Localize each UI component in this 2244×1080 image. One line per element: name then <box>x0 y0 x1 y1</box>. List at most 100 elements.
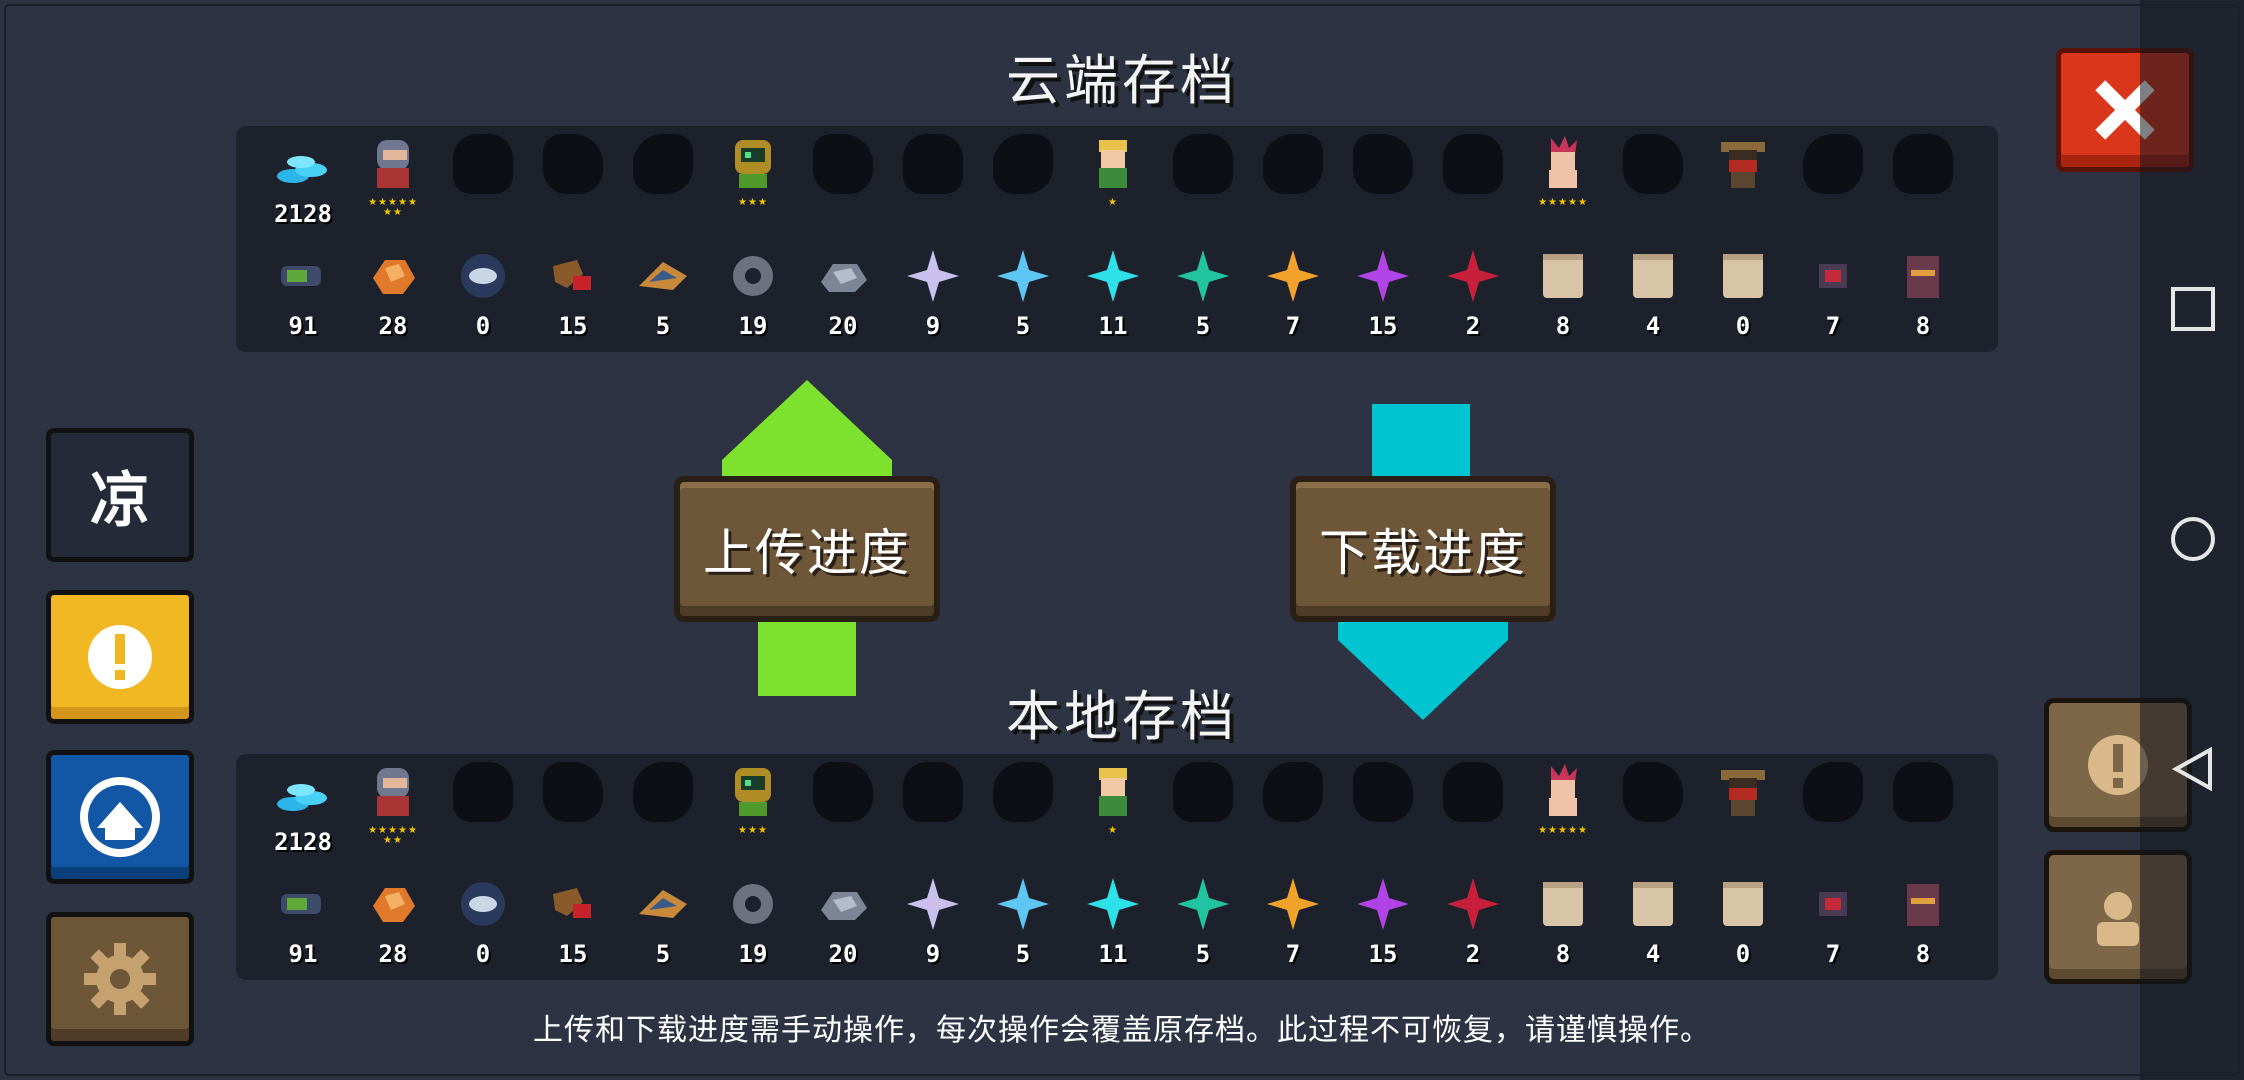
character-knight: ★★★★★★★ <box>348 134 438 234</box>
material-cell: 5 <box>1158 246 1248 346</box>
character-locked <box>1248 134 1338 234</box>
character-elf: ★ <box>1068 762 1158 862</box>
chip-icon <box>1819 892 1847 916</box>
material-cell: 0 <box>438 246 528 346</box>
robot-stars: ★★★ <box>738 825 768 836</box>
material-cell: 5 <box>1158 874 1248 974</box>
character-locked <box>1608 134 1698 234</box>
crystal-purple-icon <box>1357 250 1409 302</box>
character-locked <box>1428 762 1518 862</box>
character-locked <box>798 134 888 234</box>
status-button[interactable]: 凉 <box>46 428 194 562</box>
elf-stars: ★ <box>1108 825 1118 836</box>
chip-icon <box>1819 264 1847 288</box>
gem-coin-cell: 2128 <box>258 762 348 862</box>
material-cell: 0 <box>1698 246 1788 346</box>
material-cell: 5 <box>978 246 1068 346</box>
material-cell: 7 <box>1788 874 1878 974</box>
material-cell: 28 <box>348 874 438 974</box>
character-locked <box>438 134 528 234</box>
elf-icon <box>1099 768 1127 816</box>
local-save-title: 本地存档 <box>1006 685 1238 748</box>
material-cell: 20 <box>798 874 888 974</box>
person-icon <box>2097 892 2139 946</box>
crystal-orange-icon <box>1267 250 1319 302</box>
recent-apps-icon[interactable] <box>2170 286 2216 332</box>
character-locked <box>528 762 618 862</box>
character-bandit <box>1698 762 1788 862</box>
berserker-stars: ★★★★★ <box>1538 825 1588 836</box>
character-locked <box>1788 762 1878 862</box>
scroll-icon <box>1543 882 1583 926</box>
gear-part-icon <box>733 884 773 924</box>
iron-ore-icon <box>821 892 867 920</box>
character-elf: ★ <box>1068 134 1158 234</box>
berserker-stars: ★★★★★ <box>1538 197 1588 208</box>
character-locked <box>618 762 708 862</box>
material-cell: 15 <box>528 246 618 346</box>
android-navigation-bar <box>2140 0 2244 1080</box>
ore-icon <box>373 888 415 922</box>
scroll-icon <box>1543 254 1583 298</box>
material-cell: 11 <box>1068 246 1158 346</box>
chillyroom-logo-icon <box>80 777 160 857</box>
character-locked <box>1878 134 1968 234</box>
material-cell: 20 <box>798 246 888 346</box>
material-cell: 9 <box>888 874 978 974</box>
chillyroom-logo-button[interactable] <box>46 750 194 884</box>
character-locked <box>528 134 618 234</box>
scroll-icon <box>1633 254 1673 298</box>
knight-stars: ★★★★★★★ <box>368 197 418 218</box>
gem-coin-icon <box>277 156 327 183</box>
robot-icon <box>735 140 771 188</box>
material-cell: 4 <box>1608 246 1698 346</box>
berserker-icon <box>1549 764 1577 816</box>
download-progress-button[interactable]: 下载进度 <box>1290 476 1556 622</box>
material-cell: 7 <box>1248 246 1338 346</box>
crystal-blue-icon <box>997 250 1049 302</box>
warning-button[interactable] <box>46 590 194 724</box>
crystal-red-icon <box>1447 878 1499 930</box>
crystal-red-icon <box>1447 250 1499 302</box>
character-locked <box>1788 134 1878 234</box>
material-cell: 5 <box>618 246 708 346</box>
upload-arrow-icon <box>722 380 892 480</box>
character-locked <box>1428 134 1518 234</box>
character-robot: ★★★ <box>708 762 798 862</box>
material-cell: 8 <box>1518 874 1608 974</box>
material-cell: 2 <box>1428 874 1518 974</box>
material-cell: 4 <box>1608 874 1698 974</box>
material-cell: 8 <box>1518 246 1608 346</box>
crystal-cyan-icon <box>1087 878 1139 930</box>
elf-icon <box>1099 140 1127 188</box>
knight-icon <box>377 768 409 816</box>
material-cell: 19 <box>708 246 798 346</box>
home-icon[interactable] <box>2170 516 2216 562</box>
upload-progress-button[interactable]: 上传进度 <box>674 476 940 622</box>
crystal-green-icon <box>1177 250 1229 302</box>
overwrite-warning-notice: 上传和下载进度需手动操作，每次操作会覆盖原存档。此过程不可恢复，请谨慎操作。 <box>533 1013 1711 1048</box>
character-locked <box>978 762 1068 862</box>
cloud-save-title: 云端存档 <box>1006 49 1238 112</box>
material-cell: 5 <box>978 874 1068 974</box>
material-cell: 0 <box>438 874 528 974</box>
bandit-icon <box>1721 142 1765 188</box>
gem-coin-count: 2128 <box>274 828 332 856</box>
character-bandit <box>1698 134 1788 234</box>
back-icon[interactable] <box>2170 746 2216 792</box>
fish-disc-icon <box>461 882 505 926</box>
cloud-save-panel: 2128 ★★★★★★★ ★★★ ★ <box>236 126 1998 352</box>
leather-icon <box>553 260 591 290</box>
gem-coin-count: 2128 <box>274 200 332 228</box>
fish-disc-icon <box>461 254 505 298</box>
settings-button[interactable] <box>46 912 194 1046</box>
gem-coin-icon <box>277 784 327 811</box>
crystal-orange-icon <box>1267 878 1319 930</box>
crystal-white-icon <box>907 250 959 302</box>
close-icon <box>2095 80 2155 140</box>
character-locked <box>888 134 978 234</box>
crystal-green-icon <box>1177 878 1229 930</box>
scroll-icon <box>1723 882 1763 926</box>
character-locked <box>438 762 528 862</box>
